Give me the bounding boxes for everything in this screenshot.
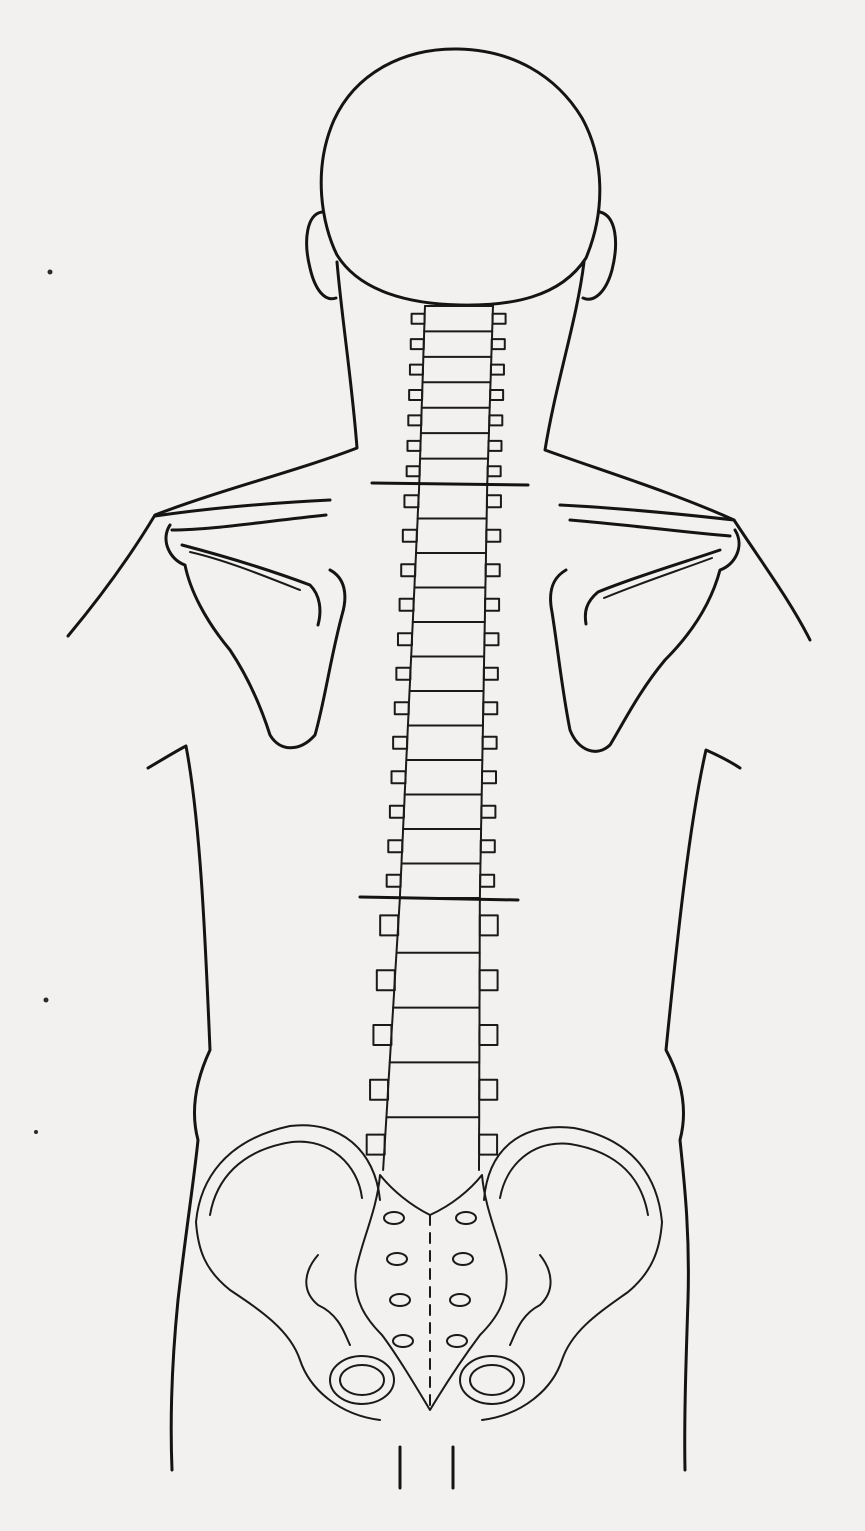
thoracic-right-process bbox=[487, 495, 501, 507]
right-scapula-spine bbox=[570, 520, 730, 536]
lumbar-right-process bbox=[479, 1025, 497, 1045]
cervical-left-process bbox=[411, 339, 424, 349]
left-scapula bbox=[166, 525, 345, 748]
thoracic-right-process bbox=[486, 564, 500, 576]
thoracic-right-process bbox=[481, 840, 495, 852]
thoracic-right-process bbox=[484, 668, 498, 680]
sacral-foramen-right bbox=[450, 1294, 470, 1306]
left-ischium bbox=[306, 1255, 350, 1345]
thoracic-left-process bbox=[393, 737, 407, 749]
thoracic-left-process bbox=[398, 633, 412, 645]
paper-speck bbox=[44, 998, 49, 1003]
paper-speck bbox=[34, 1130, 38, 1134]
left-scapula-ridge-inner bbox=[190, 552, 300, 590]
cervical-left-process bbox=[410, 365, 423, 375]
sacral-foramen-left bbox=[390, 1294, 410, 1306]
torso-left-outline bbox=[68, 262, 357, 636]
thoracic-right-process bbox=[480, 875, 494, 887]
thoracic-lumbar-divider bbox=[360, 897, 518, 900]
thoracic-right-process bbox=[486, 530, 500, 542]
cervical-left-process bbox=[412, 314, 425, 324]
cervical-right-process bbox=[488, 466, 501, 476]
lumbar-left-process bbox=[380, 915, 398, 935]
lumbar-left-process bbox=[373, 1025, 391, 1045]
lumbar-right-process bbox=[479, 1080, 497, 1100]
thoracic-left-process bbox=[390, 806, 404, 818]
left-scapula-spine bbox=[172, 515, 326, 530]
cervical-left-process bbox=[408, 415, 421, 425]
right-iliac-crest-outer bbox=[484, 1127, 662, 1222]
right-scapula bbox=[551, 530, 739, 751]
spine-right-edge bbox=[479, 306, 493, 1170]
cervical-thoracic-divider bbox=[372, 483, 528, 485]
left-ilium-body bbox=[196, 1222, 380, 1420]
thoracic-left-process bbox=[403, 530, 417, 542]
torso-right-outline bbox=[545, 262, 810, 640]
paper-speck bbox=[48, 270, 53, 275]
thoracic-right-process bbox=[482, 771, 496, 783]
left-waist-outline bbox=[148, 746, 210, 1470]
thoracic-right-process bbox=[483, 702, 497, 714]
right-ischium bbox=[510, 1255, 551, 1345]
lumbar-left-process bbox=[377, 970, 395, 990]
left-iliac-crest-outer bbox=[196, 1125, 380, 1222]
cervical-left-process bbox=[407, 466, 420, 476]
thoracic-left-process bbox=[388, 840, 402, 852]
head-outline bbox=[321, 49, 600, 305]
thoracic-right-process bbox=[483, 737, 497, 749]
thoracic-left-process bbox=[404, 495, 418, 507]
right-waist-outline bbox=[666, 750, 740, 1470]
lumbar-left-process bbox=[367, 1135, 385, 1155]
cervical-right-process bbox=[491, 365, 504, 375]
sacral-foramen-right bbox=[447, 1335, 467, 1347]
cervical-left-process bbox=[409, 390, 422, 400]
lumbar-right-process bbox=[480, 970, 498, 990]
thoracic-left-process bbox=[395, 702, 409, 714]
thoracic-right-process bbox=[481, 806, 495, 818]
thoracic-left-process bbox=[392, 771, 406, 783]
cervical-left-process bbox=[407, 441, 420, 451]
thoracic-left-process bbox=[387, 875, 401, 887]
thoracic-left-process bbox=[396, 668, 410, 680]
spinal-column bbox=[367, 306, 506, 1170]
lumbar-right-process bbox=[480, 915, 498, 935]
lumbar-right-process bbox=[479, 1135, 497, 1155]
spine-left-edge bbox=[383, 306, 425, 1170]
sacral-foramen-left bbox=[384, 1212, 404, 1224]
sacral-foramen-right bbox=[453, 1253, 473, 1265]
cervical-right-process bbox=[490, 390, 503, 400]
cervical-right-process bbox=[489, 415, 502, 425]
lumbar-left-process bbox=[370, 1080, 388, 1100]
sacral-foramen-left bbox=[387, 1253, 407, 1265]
sacral-foramen-right bbox=[456, 1212, 476, 1224]
left-ear bbox=[307, 212, 336, 299]
right-scapula-ridge-inner bbox=[604, 558, 712, 598]
cervical-right-process bbox=[492, 339, 505, 349]
cervical-right-process bbox=[488, 441, 501, 451]
left-obturator-foramen-inner bbox=[340, 1365, 384, 1395]
right-obturator-foramen-inner bbox=[470, 1365, 514, 1395]
right-iliac-crest-inner bbox=[500, 1144, 648, 1215]
thoracic-right-process bbox=[484, 633, 498, 645]
right-scapula-ridge bbox=[585, 550, 720, 624]
cervical-right-process bbox=[493, 314, 506, 324]
sacral-foramen-left bbox=[393, 1335, 413, 1347]
thoracic-left-process bbox=[400, 599, 414, 611]
thoracic-right-process bbox=[485, 599, 499, 611]
thoracic-left-process bbox=[401, 564, 415, 576]
left-clavicle-spine bbox=[155, 500, 330, 516]
